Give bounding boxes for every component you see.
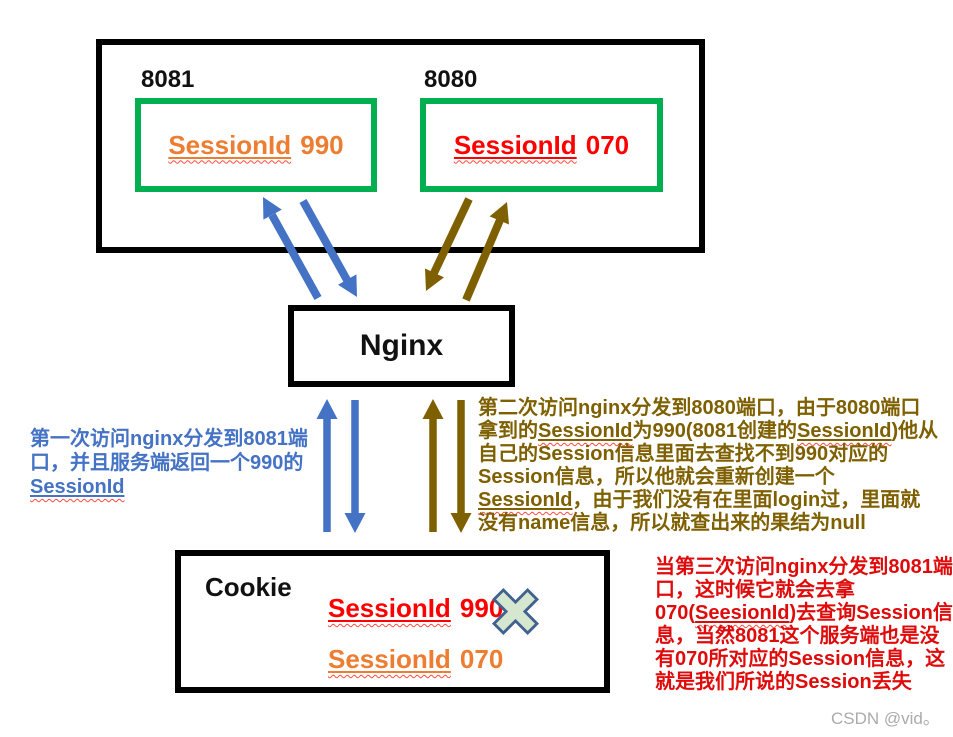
port-8081-label: 8081	[141, 66, 195, 93]
note-text: 当第三次访问nginx分发到8081端口，这时候它就会去拿070(	[655, 556, 953, 624]
cookie-title: Cookie	[205, 572, 292, 602]
note-text: )他从自己的Session信息里面去查找不到990对应的Session信息，所以…	[478, 420, 939, 488]
watermark: CSDN @vid。	[831, 709, 940, 728]
nginx-box: Nginx	[288, 305, 515, 387]
arrow-nginx-to-cookie-blue-icon	[344, 400, 366, 533]
sessionid-underline: SessionId	[328, 593, 451, 623]
arrow-cookie-to-nginx-olive-icon	[422, 399, 444, 532]
note-text: 第二次访问nginx分发到8080端口，由于8080端口拿到的	[478, 397, 921, 442]
sessionid-underline: SessionId	[168, 129, 292, 160]
note-second-visit: 第二次访问nginx分发到8080端口，由于8080端口拿到的SessionId…	[478, 397, 940, 535]
sessionid-term: SessionId	[30, 476, 125, 498]
cross-icon	[491, 587, 540, 636]
cookie-box	[175, 550, 610, 693]
sessionid-term: SessionId	[797, 420, 892, 442]
sessionid-term: SessionId	[478, 489, 573, 511]
sessionid-term: SessionId	[538, 420, 633, 442]
sessionid-underline: SessionId	[328, 644, 451, 674]
sessionid-term: SeesionId	[695, 602, 790, 624]
sessionid-underline: SessionId	[453, 129, 577, 160]
nginx-label: Nginx	[359, 329, 444, 362]
arrow-nginx-to-cookie-olive-icon	[450, 400, 472, 533]
port-8080-label: 8080	[424, 66, 478, 93]
note-first-visit: 第一次访问nginx分发到8081端口，并且服务端返回一个990的Session…	[30, 427, 322, 499]
note-third-visit: 当第三次访问nginx分发到8081端口，这时候它就会去拿070(Seesion…	[655, 556, 953, 694]
note-text: 为990(8081创建的	[632, 420, 798, 442]
note-text: 第一次访问nginx分发到8081端口，并且服务端返回一个990的	[30, 428, 308, 474]
note-text: ，由于我们没有在里面login过，里面就没有name信息，所以就查出来的果结为n…	[478, 489, 921, 534]
note-text: )去查询Session信息，当然8081这个服务端也是没有070所对应的Sess…	[655, 602, 953, 693]
